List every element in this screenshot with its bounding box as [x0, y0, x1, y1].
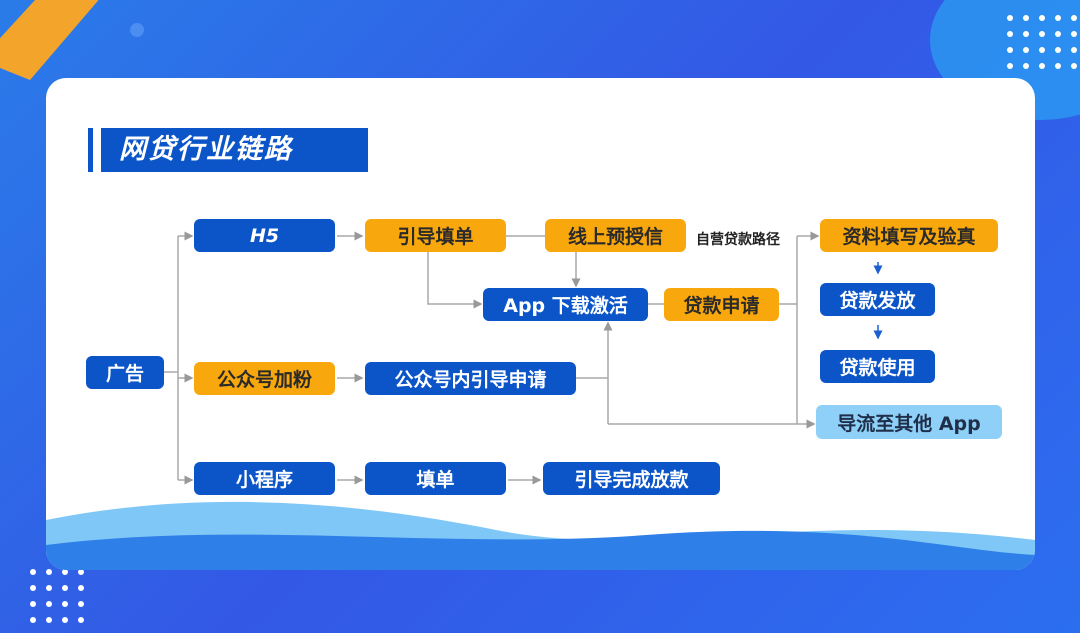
bottom-wave — [46, 501, 1035, 570]
node-guide-form: 引导填单 — [365, 219, 506, 252]
node-loan-use: 贷款使用 — [820, 350, 935, 383]
node-loan-disburse: 贷款发放 — [820, 283, 935, 316]
node-guide-disburse: 引导完成放款 — [543, 462, 720, 495]
node-divert-app: 导流至其他 App — [816, 405, 1002, 439]
node-official-apply: 公众号内引导申请 — [365, 362, 576, 395]
dot-grid-top-right — [1007, 15, 1077, 69]
orange-stripe — [0, 0, 99, 80]
node-official-follow: 公众号加粉 — [194, 362, 335, 395]
node-h5: H5 — [194, 219, 335, 252]
node-loan-apply: 贷款申请 — [664, 288, 779, 321]
page-title: 网贷行业链路 — [101, 128, 368, 172]
node-info-verify: 资料填写及验真 — [820, 219, 998, 252]
dot-grid-bottom-left — [30, 569, 84, 623]
node-ad: 广告 — [86, 356, 164, 389]
node-mini-program: 小程序 — [194, 462, 335, 495]
node-app-activate: App 下载激活 — [483, 288, 648, 321]
title-accent-bar — [88, 128, 93, 172]
node-online-precredit: 线上预授信 — [545, 219, 686, 252]
edge-label-self-operated: 自营贷款路径 — [696, 232, 780, 248]
node-fill-form: 填单 — [365, 462, 506, 495]
